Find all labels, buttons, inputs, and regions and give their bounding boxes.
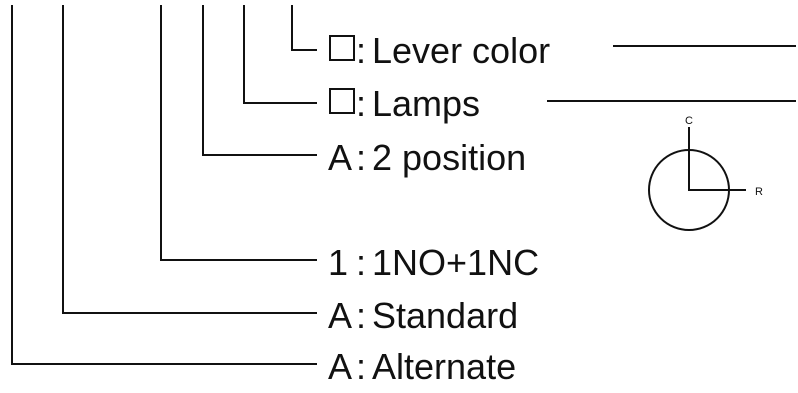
- leader-line: [291, 5, 317, 51]
- separator-colon: :: [356, 137, 366, 178]
- item-description: Standard: [372, 295, 518, 336]
- code-item-alternate: A : Alternate: [11, 5, 516, 387]
- leader-line: [62, 5, 317, 314]
- switch-position-dial: C R: [648, 115, 763, 231]
- placeholder-box: [329, 88, 355, 114]
- item-code: A: [328, 295, 352, 336]
- separator-colon: :: [356, 346, 366, 387]
- dial-label-c: C: [685, 115, 693, 127]
- item-code: A: [328, 137, 352, 178]
- item-code: A: [328, 346, 352, 387]
- leader-line: [243, 5, 317, 104]
- separator-colon: :: [356, 83, 366, 124]
- code-item-position: A : 2 position: [202, 5, 526, 178]
- item-code: 1: [328, 242, 348, 283]
- leader-line: [11, 5, 317, 365]
- dial-label-r: R: [755, 186, 763, 198]
- item-description: 2 position: [372, 137, 526, 178]
- separator-colon: :: [356, 295, 366, 336]
- item-description: 1NO+1NC: [372, 242, 539, 283]
- separator-colon: :: [356, 30, 366, 71]
- code-item-contacts: 1 : 1NO+1NC: [160, 5, 539, 283]
- item-description: Lever color: [372, 30, 550, 71]
- code-item-lever-color: : Lever color: [291, 5, 796, 71]
- code-item-lamps: : Lamps: [243, 5, 796, 124]
- placeholder-box: [329, 35, 355, 61]
- separator-colon: :: [356, 242, 366, 283]
- item-description: Lamps: [372, 83, 480, 124]
- leader-line: [202, 5, 317, 156]
- item-description: Alternate: [372, 346, 516, 387]
- leader-line: [160, 5, 317, 261]
- code-item-standard: A : Standard: [62, 5, 518, 336]
